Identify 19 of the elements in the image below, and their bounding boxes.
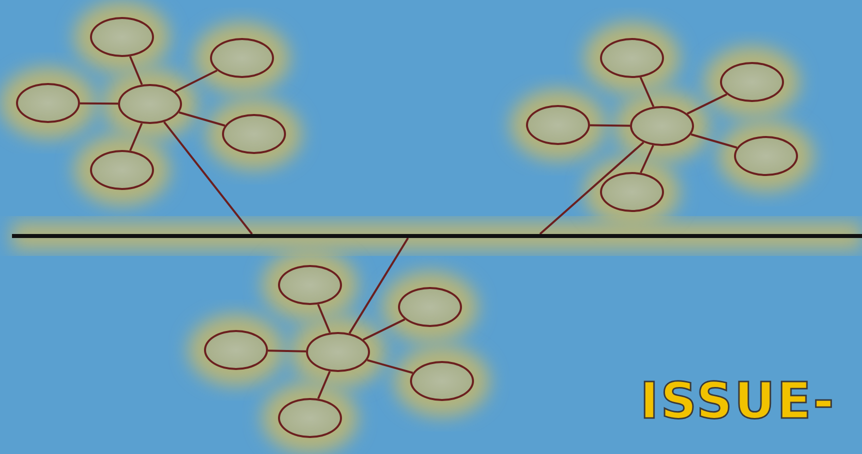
connector-line [640,144,654,174]
connector-line [362,318,406,341]
connector-line [317,304,331,334]
connector-line [686,93,728,115]
title-text: ISSUE- [640,376,836,426]
connector-line [178,111,226,127]
connector-line [690,133,738,149]
connector-line [163,121,253,235]
connector-line [640,76,654,108]
connector-line [539,142,644,235]
connector-line [268,350,306,352]
connector-line [317,370,331,400]
connector-line [80,102,118,105]
connector-line [590,124,630,127]
connector-line [174,70,218,92]
connector-line [366,359,414,374]
connector-line [348,237,409,334]
connector-line [129,56,143,86]
connector-line [129,122,143,152]
